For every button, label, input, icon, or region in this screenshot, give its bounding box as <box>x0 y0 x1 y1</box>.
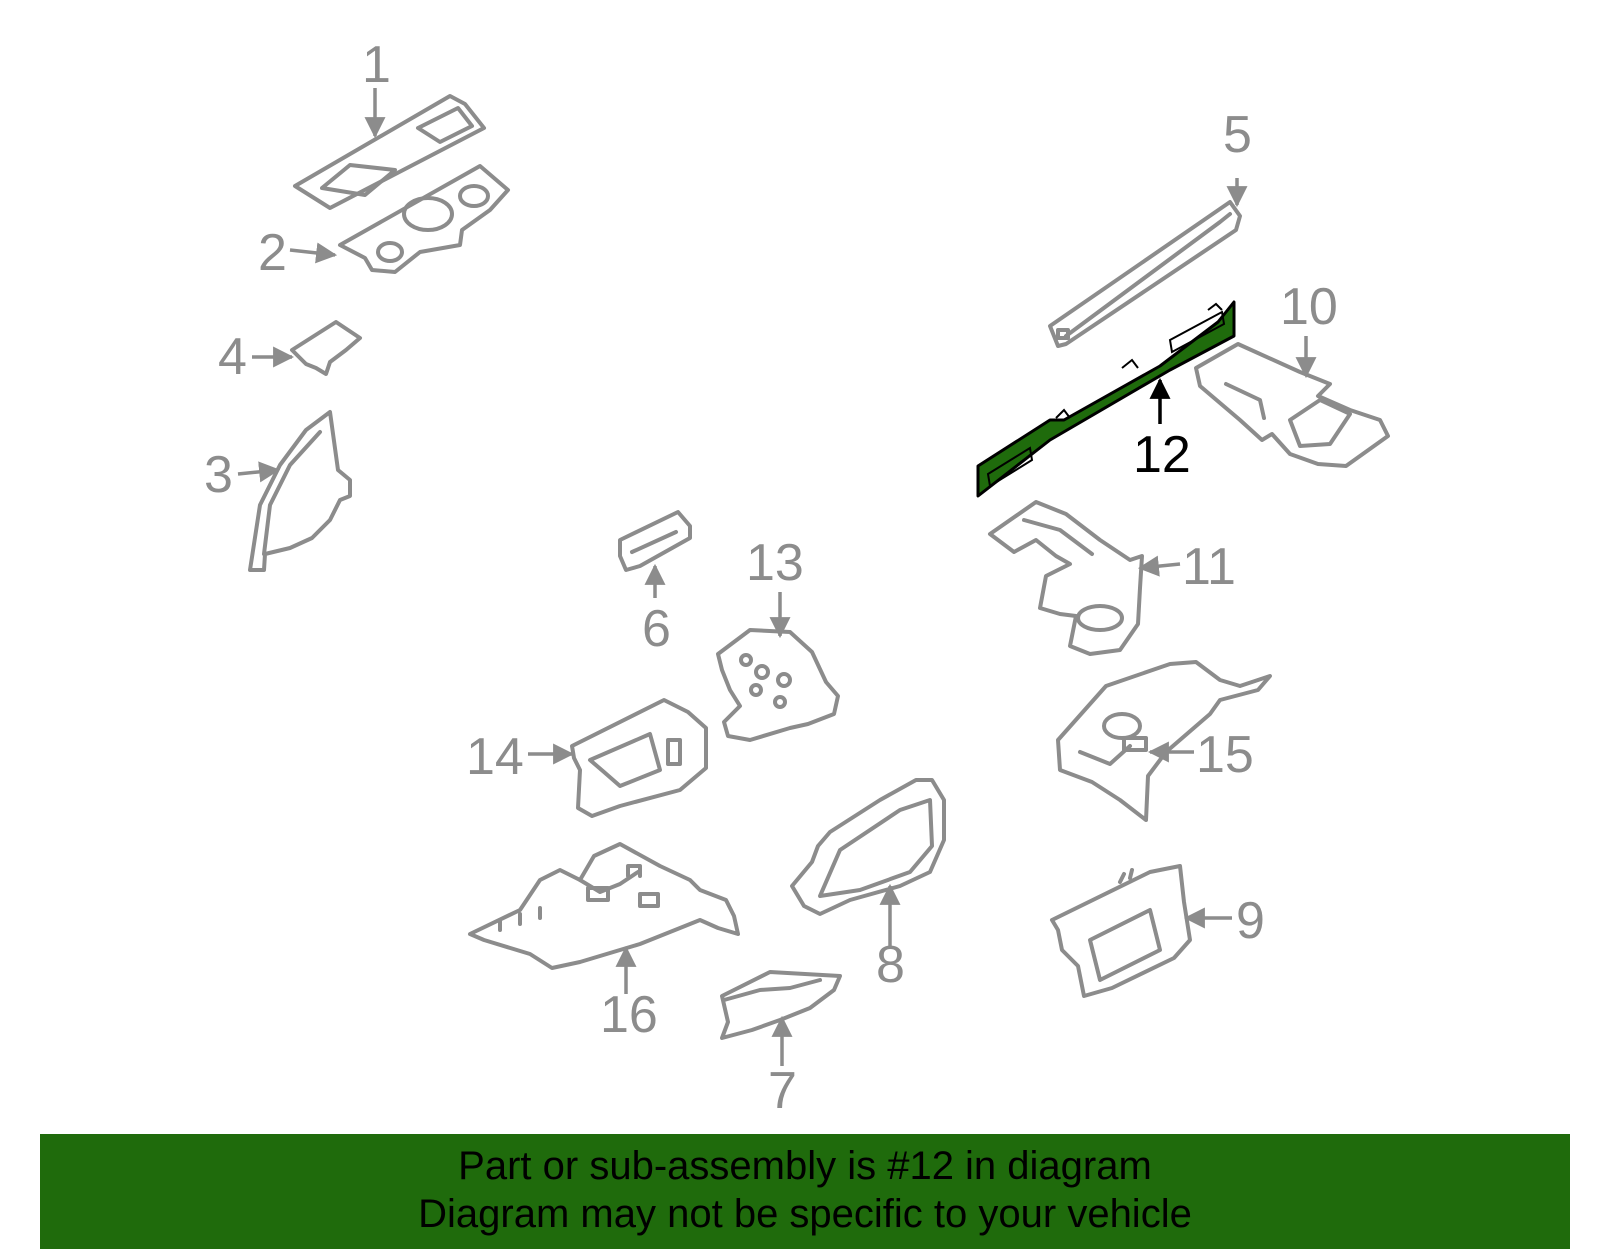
callout-2: 2 <box>258 224 287 282</box>
callout-4: 4 <box>218 328 247 386</box>
callout-6: 6 <box>642 600 671 658</box>
part-2[interactable] <box>338 164 510 274</box>
callout-1: 1 <box>362 36 391 94</box>
callout-12: 12 <box>1133 426 1191 484</box>
part-4[interactable] <box>290 320 362 376</box>
part-1[interactable] <box>293 94 486 210</box>
callout-8: 8 <box>876 936 905 994</box>
callout-11: 11 <box>1182 538 1236 596</box>
part-11[interactable] <box>988 500 1144 656</box>
part-6[interactable] <box>618 510 692 572</box>
info-banner: Part or sub-assembly is #12 in diagram D… <box>40 1134 1570 1249</box>
callout-7: 7 <box>768 1062 797 1120</box>
banner-line-1: Part or sub-assembly is #12 in diagram <box>458 1144 1152 1188</box>
part-7[interactable] <box>720 970 842 1040</box>
part-14[interactable] <box>570 698 708 818</box>
part-5[interactable] <box>1048 200 1242 348</box>
part-12-highlighted[interactable] <box>976 300 1236 498</box>
callout-14: 14 <box>466 728 524 786</box>
callout-5: 5 <box>1223 106 1252 164</box>
part-16[interactable] <box>468 842 740 970</box>
part-9[interactable] <box>1050 864 1192 998</box>
callout-15: 15 <box>1196 726 1254 784</box>
callout-13: 13 <box>746 534 804 592</box>
part-13[interactable] <box>716 628 840 742</box>
part-10[interactable] <box>1194 342 1390 468</box>
callout-16: 16 <box>600 986 658 1044</box>
callout-10: 10 <box>1280 278 1338 336</box>
callout-3: 3 <box>204 446 233 504</box>
callout-9: 9 <box>1236 892 1265 950</box>
banner-line-2: Diagram may not be specific to your vehi… <box>418 1192 1192 1236</box>
part-8[interactable] <box>790 778 946 916</box>
part-15[interactable] <box>1056 660 1272 822</box>
part-3[interactable] <box>248 410 352 572</box>
